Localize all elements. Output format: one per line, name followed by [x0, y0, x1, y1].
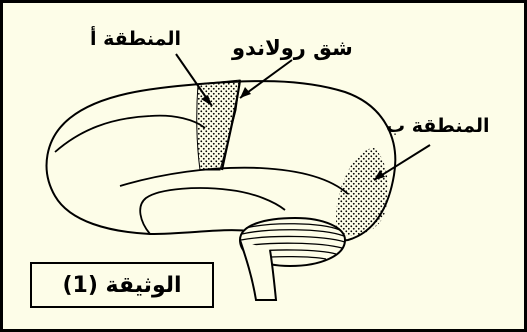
- frontal-fold: [55, 116, 205, 152]
- pointer-area-a: [176, 54, 212, 106]
- document-label: الوثيقة (1): [62, 273, 181, 298]
- rolando-fissure-label: شق رولاندو: [232, 36, 353, 60]
- pointer-rolando: [240, 60, 292, 98]
- area-a-label: المنطقة أ: [90, 28, 181, 50]
- area-b-region: [336, 148, 388, 236]
- area-b-label: المنطقة ب: [386, 115, 490, 137]
- document-label-box: الوثيقة (1): [30, 262, 214, 308]
